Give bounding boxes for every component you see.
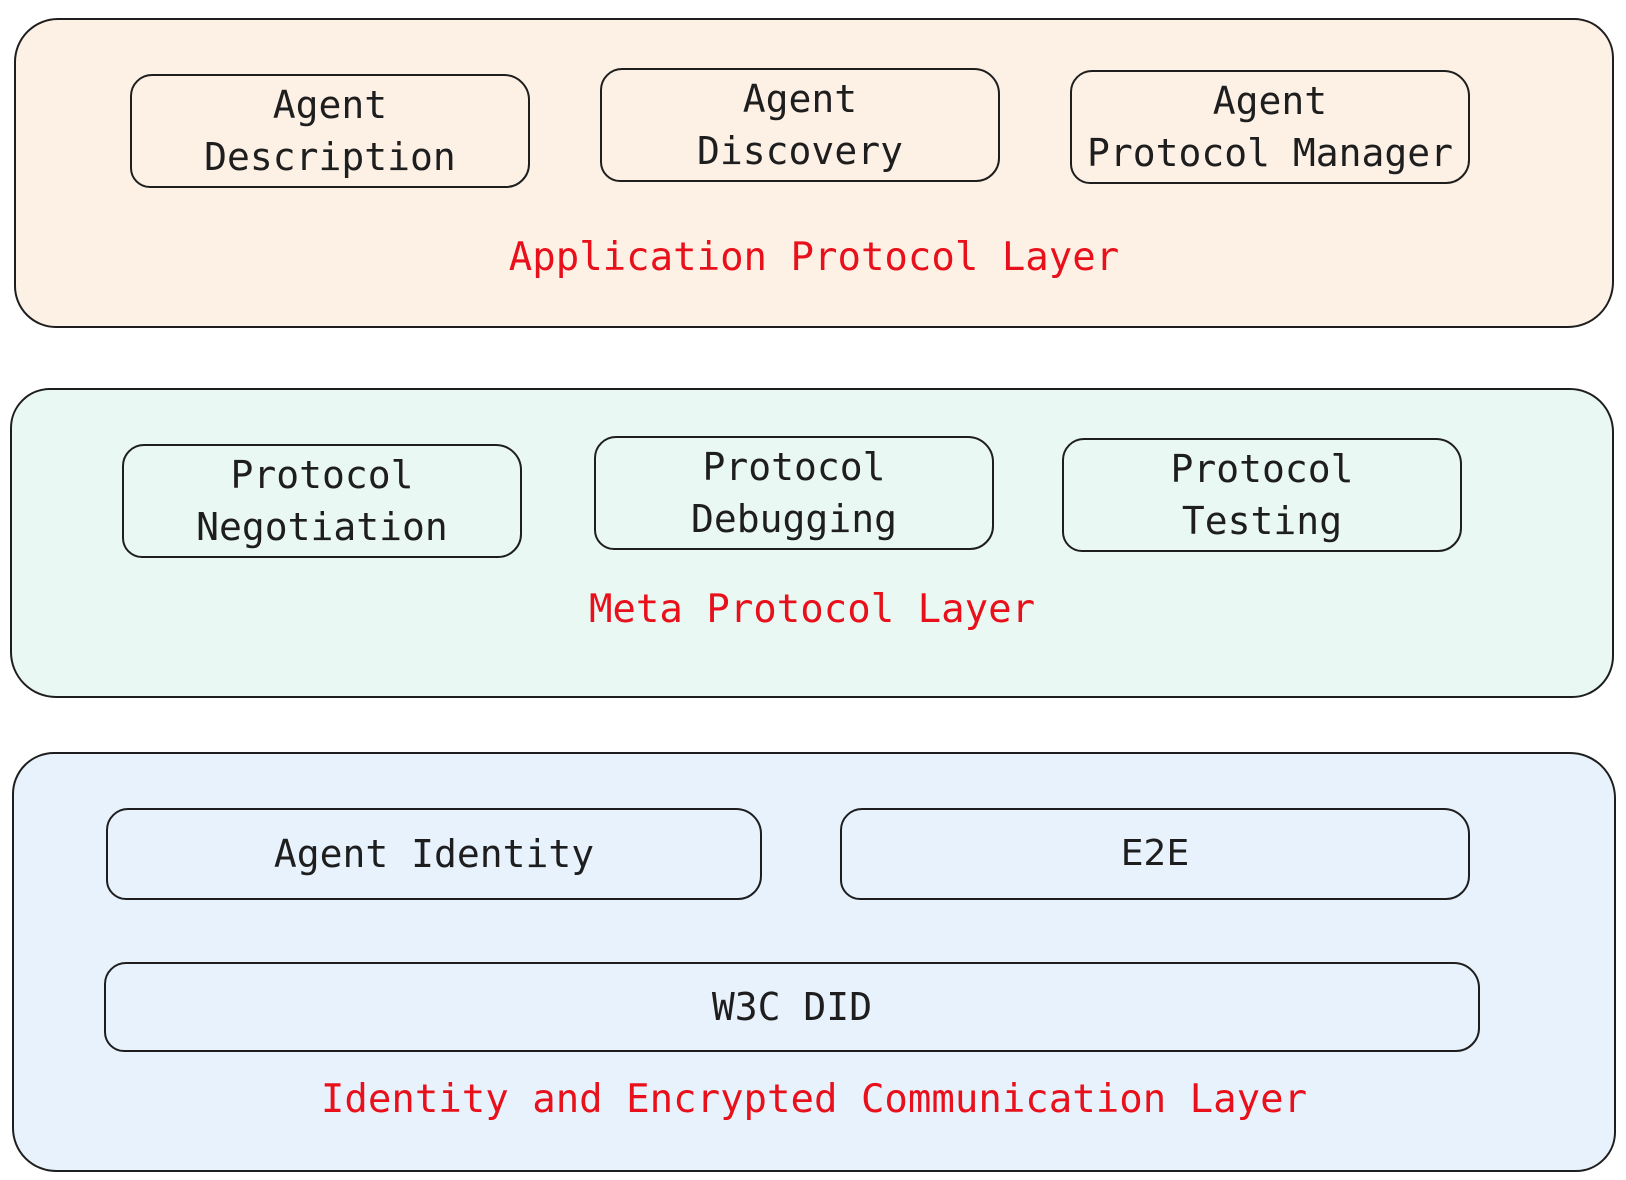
application-protocol-layer: Agent Description Agent Discovery Agent … (14, 18, 1614, 328)
agent-protocol-manager-box: Agent Protocol Manager (1070, 70, 1470, 184)
w3c-did-box: W3C DID (104, 962, 1480, 1052)
protocol-debugging-box: Protocol Debugging (594, 436, 994, 550)
application-protocol-layer-title: Application Protocol Layer (508, 235, 1120, 280)
meta-protocol-layer: Protocol Negotiation Protocol Debugging … (10, 388, 1614, 698)
agent-description-box: Agent Description (130, 74, 530, 188)
meta-protocol-layer-title: Meta Protocol Layer (588, 587, 1036, 632)
e2e-box: E2E (840, 808, 1470, 900)
protocol-testing-box: Protocol Testing (1062, 438, 1462, 552)
agent-identity-box: Agent Identity (106, 808, 762, 900)
identity-encrypted-communication-layer-title: Identity and Encrypted Communication Lay… (320, 1077, 1308, 1122)
agent-discovery-box: Agent Discovery (600, 68, 1000, 182)
identity-encrypted-communication-layer: Agent Identity E2E W3C DID Identity and … (12, 752, 1616, 1172)
protocol-negotiation-box: Protocol Negotiation (122, 444, 522, 558)
